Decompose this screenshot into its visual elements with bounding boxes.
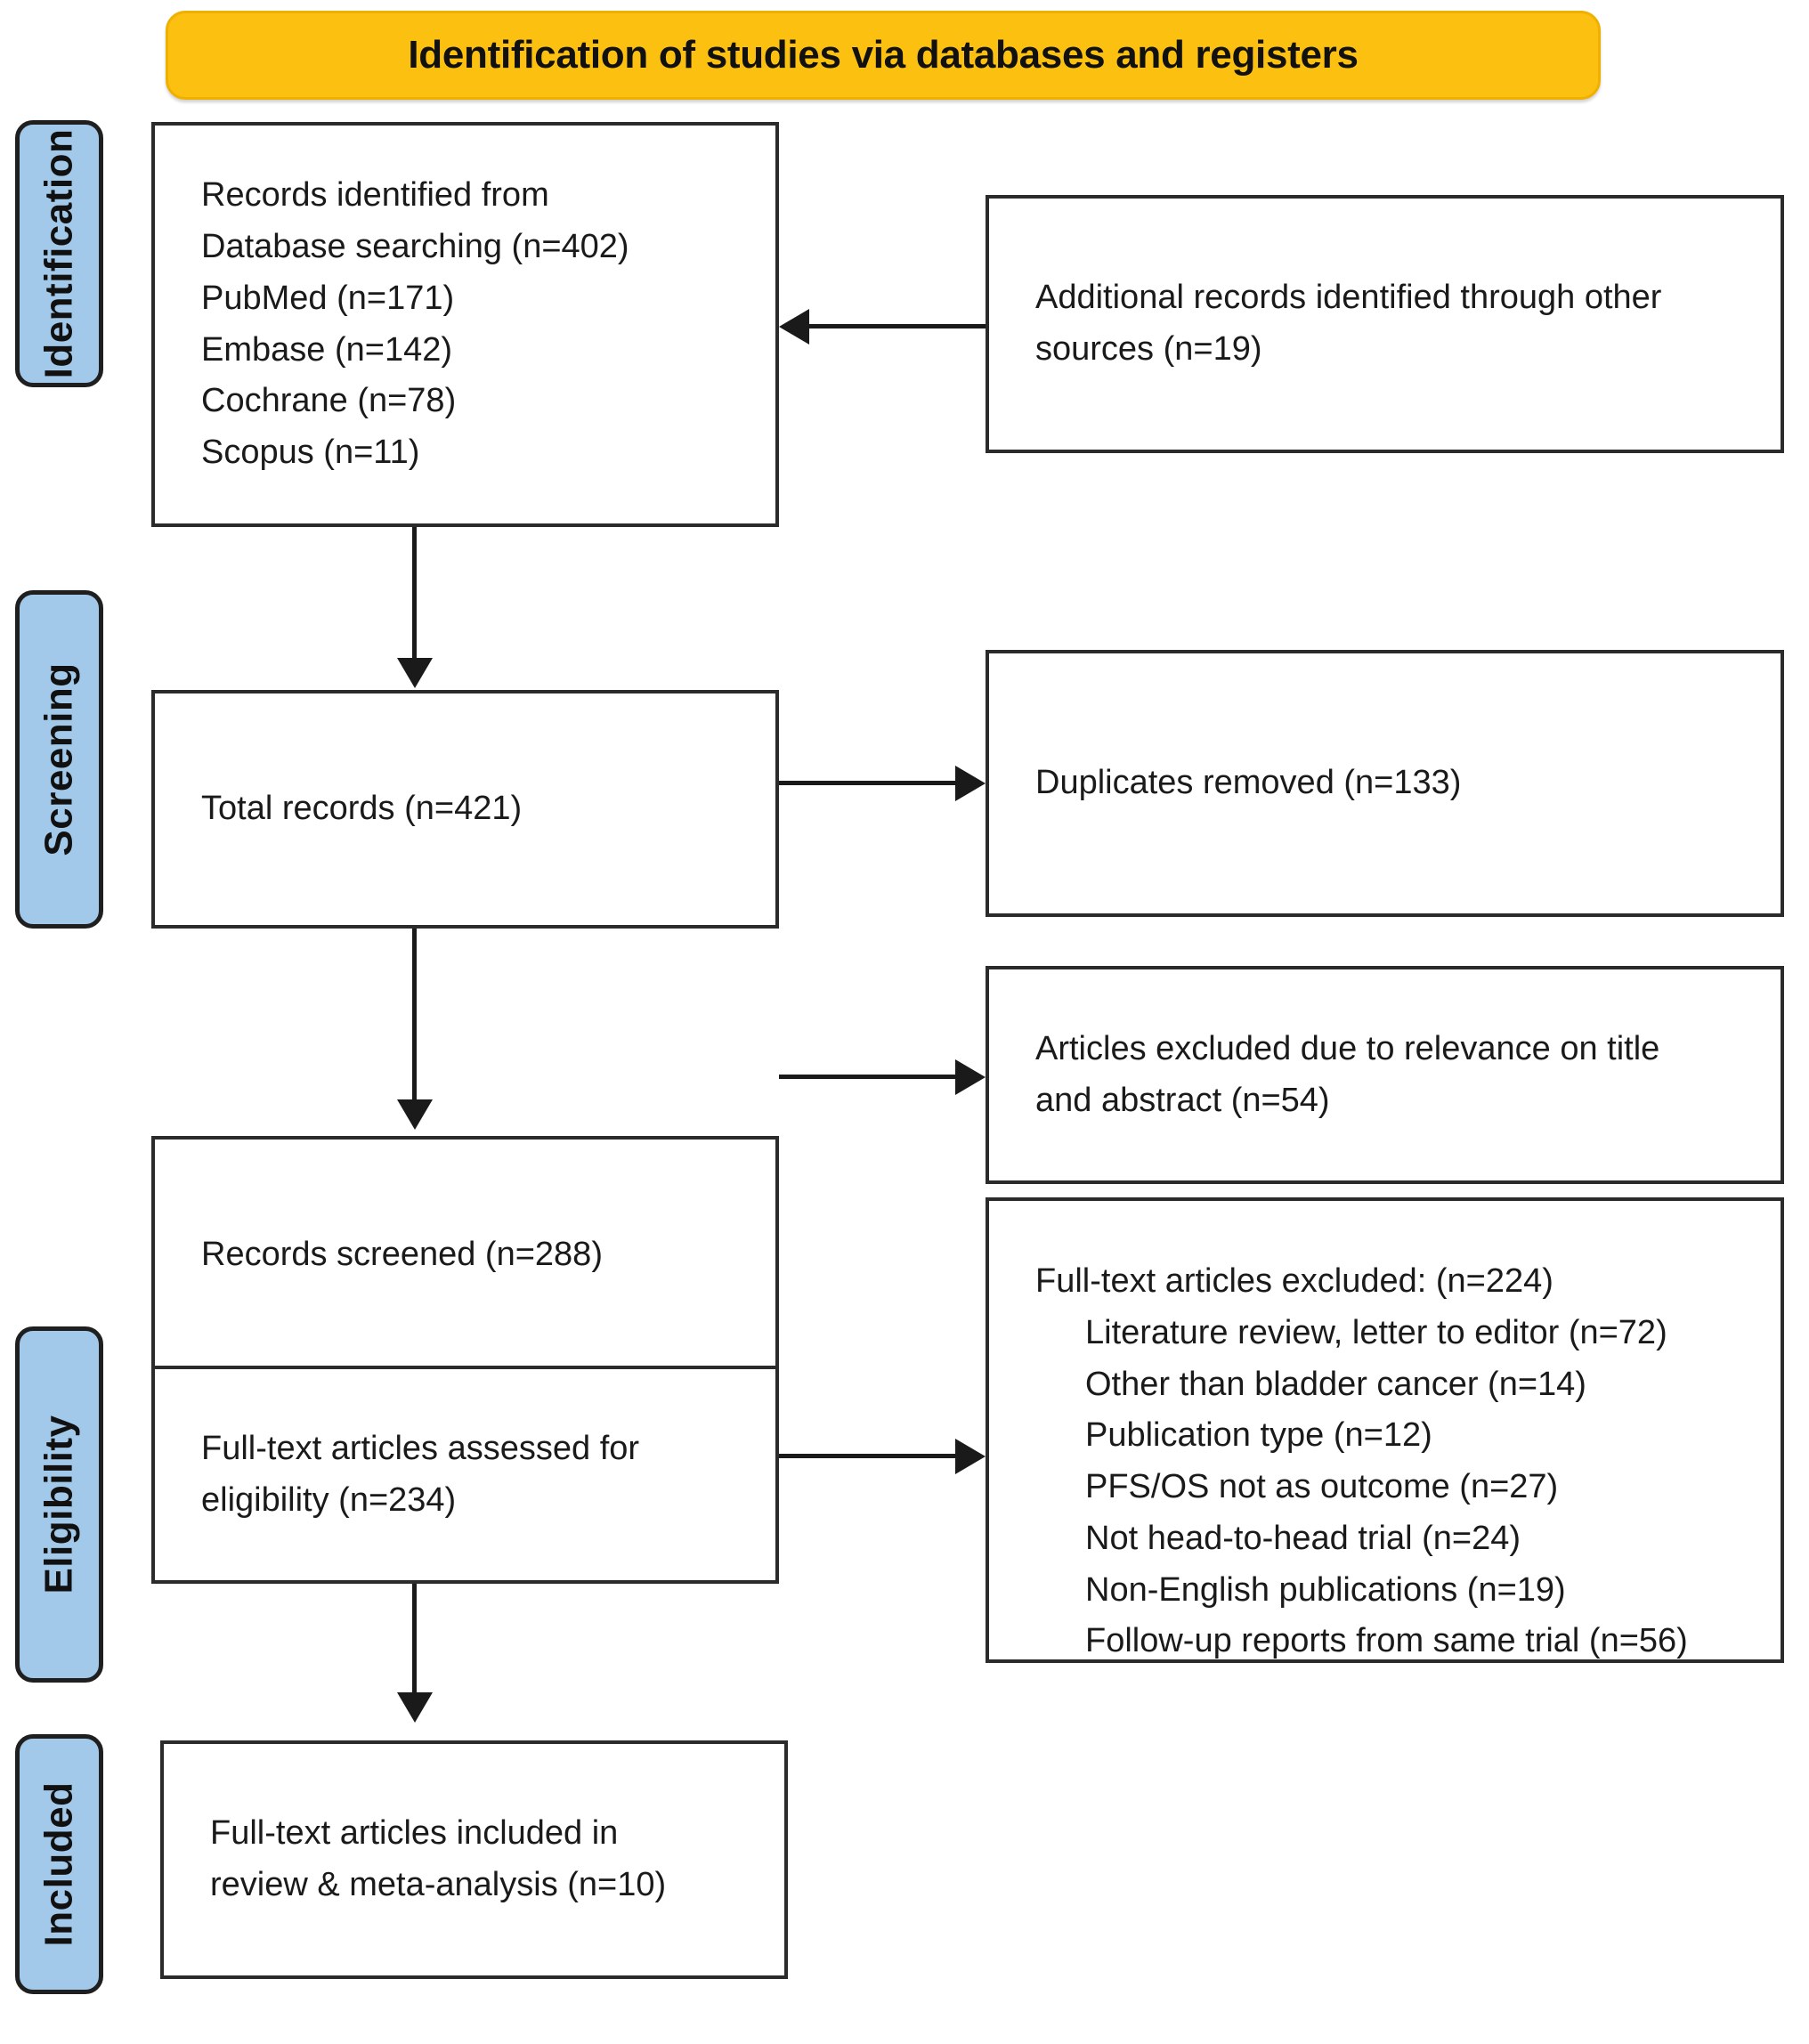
duplicates-removed-line-1: Duplicates removed (n=133) <box>1035 764 1462 802</box>
banner-title: Identification of studies via databases … <box>408 33 1359 77</box>
fulltext-excluded-item-2: Other than bladder cancer (n=14) <box>1085 1365 1586 1403</box>
connector-total-to-duplicates-arrow <box>955 766 986 801</box>
fulltext-excluded-heading: Full-text articles excluded: (n=224) <box>1035 1262 1553 1300</box>
additional-records-line-2: sources (n=19) <box>1035 330 1262 368</box>
stage-label-included: Included <box>15 1734 103 1994</box>
box-duplicates-removed: Duplicates removed (n=133) <box>986 650 1784 917</box>
fulltext-excluded-item-6: Non-English publications (n=19) <box>1085 1570 1566 1609</box>
fulltext-excluded-item-7: Follow-up reports from same trial (n=56) <box>1085 1622 1688 1660</box>
connector-identified-to-total-line <box>412 527 417 658</box>
records-identified-line-4: Embase (n=142) <box>201 330 452 369</box>
stage-label-included-text: Included <box>37 1781 81 1947</box>
box-records-screened: Records screened (n=288) <box>151 1136 779 1375</box>
fulltext-included-line-1: Full-text articles included in <box>210 1814 619 1853</box>
box-records-identified: Records identified from Database searchi… <box>151 122 779 527</box>
stage-label-eligibility-text: Eligibility <box>37 1415 81 1594</box>
records-identified-line-6: Scopus (n=11) <box>201 434 420 471</box>
stage-label-eligibility: Eligibility <box>15 1326 103 1683</box>
total-records-line-1: Total records (n=421) <box>201 790 523 828</box>
box-additional-records: Additional records identified through ot… <box>986 195 1784 453</box>
articles-excluded-line-2: and abstract (n=54) <box>1035 1081 1330 1119</box>
fulltext-excluded-item-3: Publication type (n=12) <box>1085 1416 1432 1455</box>
connector-total-to-duplicates-line <box>779 781 955 785</box>
records-identified-line-5: Cochrane (n=78) <box>201 382 457 420</box>
box-total-records: Total records (n=421) <box>151 690 779 929</box>
fulltext-assessed-line-1: Full-text articles assessed for <box>201 1429 640 1467</box>
records-identified-line-1: Records identified from <box>201 176 549 215</box>
connector-additional-to-identified-line <box>809 324 986 328</box>
box-fulltext-included: Full-text articles included in review & … <box>160 1740 788 1979</box>
connector-screened-to-excluded-arrow <box>955 1059 986 1095</box>
box-fulltext-assessed: Full-text articles assessed for eligibil… <box>151 1366 779 1584</box>
connector-screened-to-excluded-line <box>779 1075 955 1079</box>
fulltext-excluded-item-4: PFS/OS not as outcome (n=27) <box>1085 1468 1559 1505</box>
fulltext-excluded-item-5: Not head-to-head trial (n=24) <box>1085 1519 1521 1557</box>
connector-assessed-to-fulltext-excluded-arrow <box>955 1439 986 1474</box>
fulltext-assessed-line-2: eligibility (n=234) <box>201 1480 457 1519</box>
fulltext-excluded-item-1: Literature review, letter to editor (n=7… <box>1085 1313 1667 1351</box>
connector-assessed-to-included-arrow <box>397 1692 433 1723</box>
additional-records-line-1: Additional records identified through ot… <box>1035 279 1662 317</box>
box-fulltext-excluded: Full-text articles excluded: (n=224) Lit… <box>986 1197 1784 1663</box>
records-screened-line-1: Records screened (n=288) <box>201 1236 603 1274</box>
connector-assessed-to-included-line <box>412 1584 417 1692</box>
connector-additional-to-identified-arrow <box>779 309 809 345</box>
articles-excluded-line-1: Articles excluded due to relevance on ti… <box>1035 1029 1660 1067</box>
stage-label-identification: Identification <box>15 120 103 387</box>
stage-label-screening: Screening <box>15 590 103 929</box>
stage-label-screening-text: Screening <box>37 662 81 856</box>
banner-header: Identification of studies via databases … <box>166 11 1601 100</box>
connector-identified-to-total-arrow <box>397 658 433 688</box>
connector-total-to-screened-line <box>412 929 417 1099</box>
fulltext-included-line-2: review & meta-analysis (n=10) <box>210 1866 667 1903</box>
stage-label-identification-text: Identification <box>37 128 81 379</box>
connector-total-to-screened-arrow <box>397 1099 433 1130</box>
records-identified-line-2: Database searching (n=402) <box>201 228 629 265</box>
connector-assessed-to-fulltext-excluded-line <box>779 1454 955 1458</box>
box-articles-excluded: Articles excluded due to relevance on ti… <box>986 966 1784 1184</box>
records-identified-line-3: PubMed (n=171) <box>201 279 455 317</box>
